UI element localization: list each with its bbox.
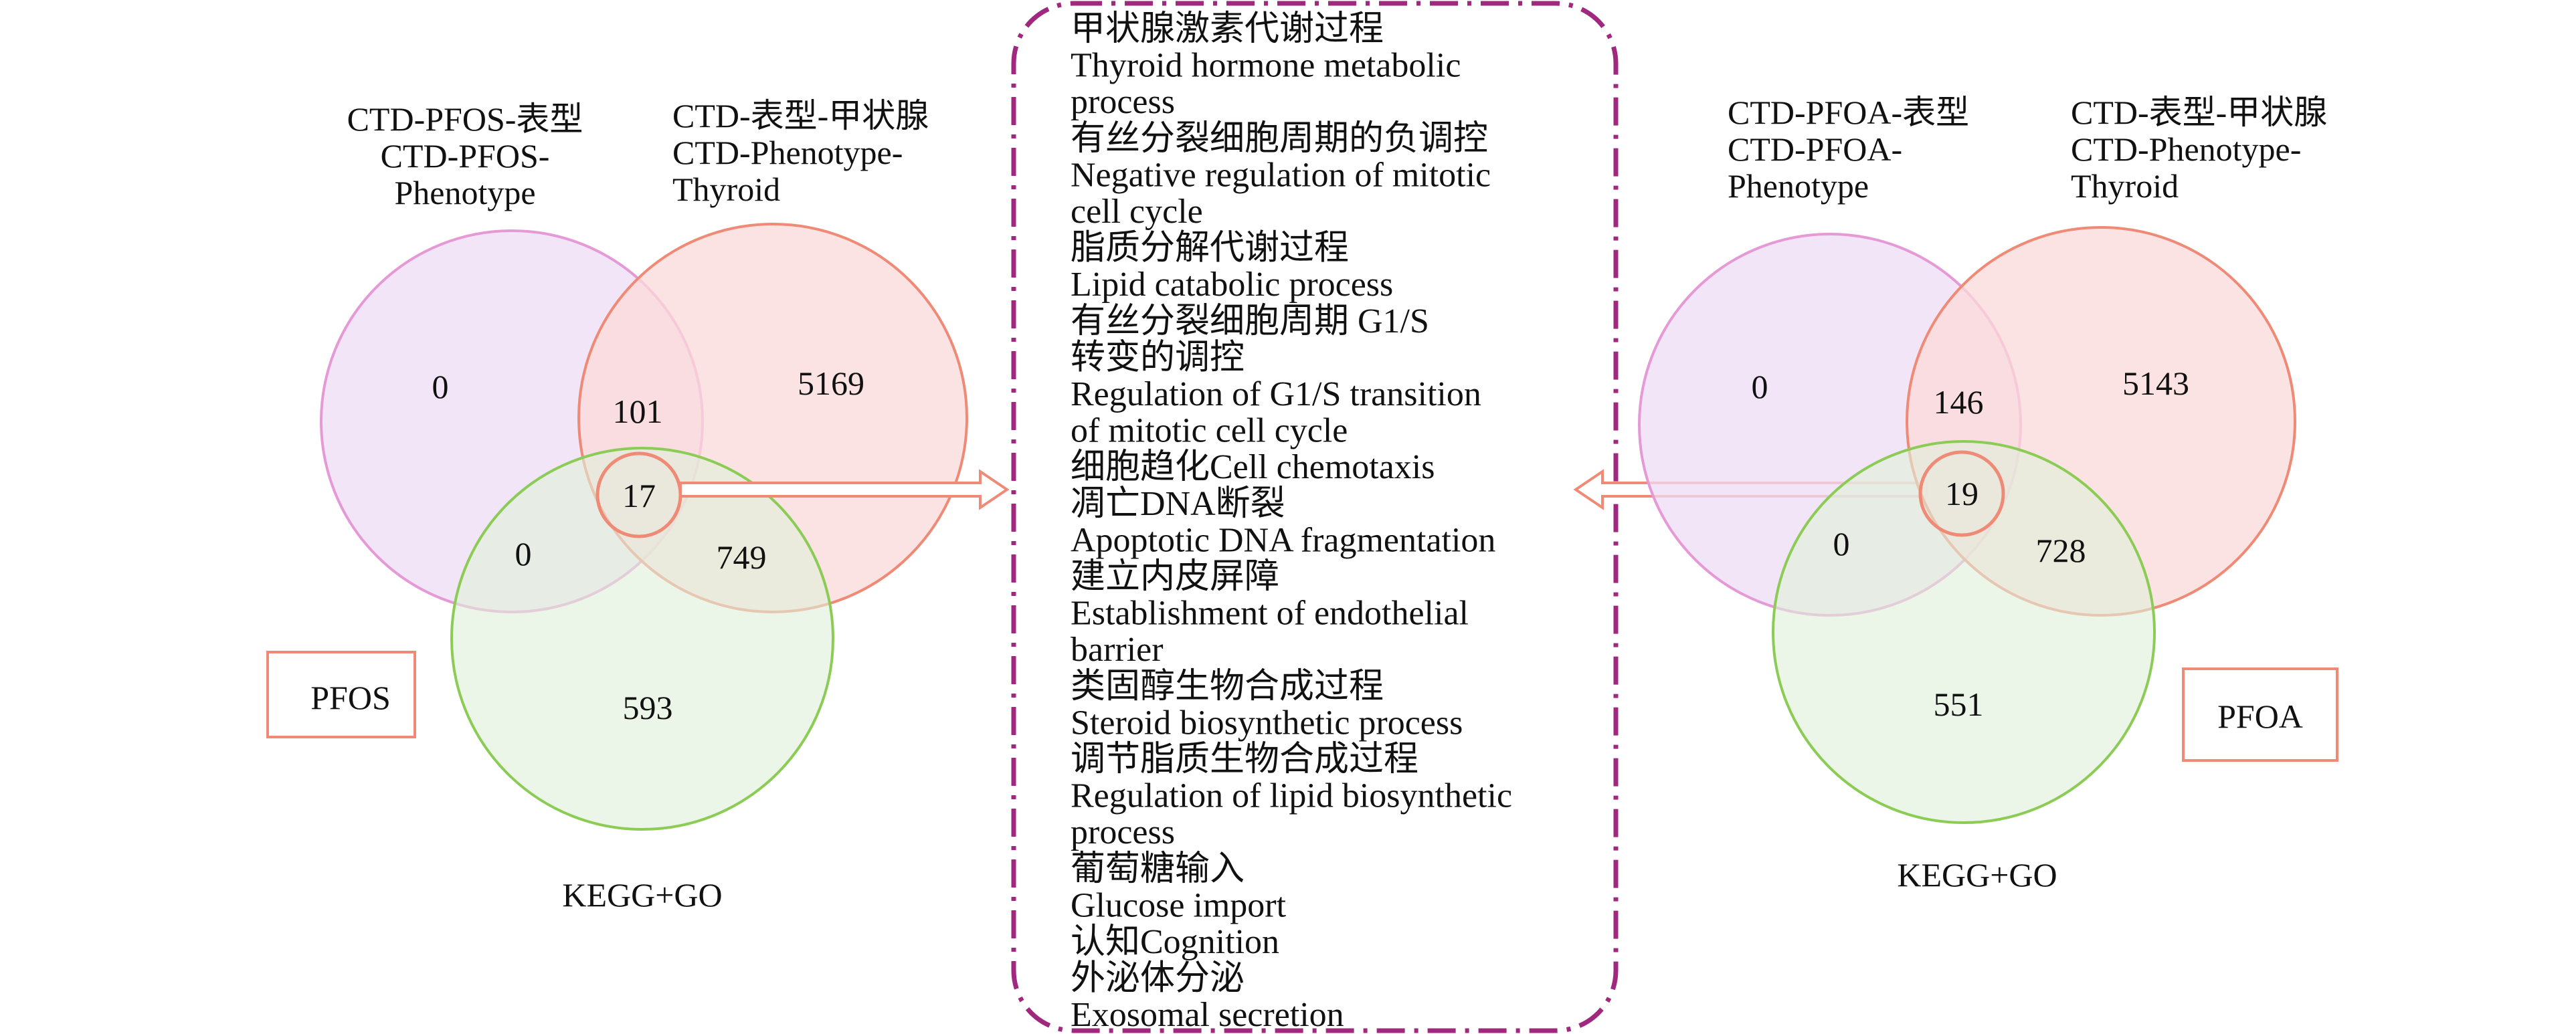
left-set-b-label-2: CTD-Phenotype- (672, 134, 903, 171)
pathway-list-line: Exosomal secretion (1071, 996, 1344, 1034)
right-value-c-only: 551 (1934, 686, 1984, 723)
left-value-c-only: 593 (623, 689, 673, 726)
right-value-b-only: 5143 (2122, 365, 2189, 402)
right-value-ac: 0 (1833, 525, 1850, 562)
right-tag-label: PFOA (2217, 698, 2303, 735)
pathway-list-line: cell cycle (1071, 193, 1203, 231)
pathway-list-line: Negative regulation of mitotic (1071, 156, 1491, 194)
right-set-b-label-1: CTD-表型-甲状腺 (2071, 94, 2327, 131)
pathway-list-line: 建立内皮屏障 (1071, 558, 1279, 596)
left-tag-label: PFOS (310, 679, 391, 716)
left-tag-box (266, 651, 416, 738)
right-value-abc: 19 (1945, 475, 1979, 512)
left-value-ac: 0 (515, 535, 532, 573)
right-set-a-label-2: CTD-PFOA- (1728, 130, 1902, 168)
pathway-list-line: Glucose import (1071, 886, 1287, 924)
pathway-list-line: Regulation of G1/S transition (1071, 375, 1481, 413)
right-center-highlight (1918, 450, 2005, 537)
pathway-list-line: Regulation of lipid biosynthetic (1071, 777, 1512, 815)
pathway-list-line: Thyroid hormone metabolic (1071, 47, 1461, 85)
pathway-list-line: Apoptotic DNA fragmentation (1071, 521, 1495, 559)
pathway-list-line: Lipid catabolic process (1071, 266, 1393, 304)
pathway-list-line: Establishment of endothelial (1071, 595, 1469, 633)
pathway-list-line: 认知Cognition (1071, 923, 1279, 961)
pathway-list-line: 脂质分解代谢过程 (1071, 229, 1349, 268)
pathway-list-line: process (1071, 83, 1175, 121)
left-set-a-label-2: CTD-PFOS- (381, 137, 550, 175)
left-value-bc: 749 (717, 538, 767, 576)
right-set-a-label-1: CTD-PFOA-表型 (1728, 94, 1969, 131)
left-value-ab: 101 (613, 393, 663, 430)
pathway-list-line: 凋亡DNA断裂 (1071, 485, 1285, 523)
pathway-list-line: 外泌体分泌 (1071, 960, 1245, 998)
right-set-c-circle (1772, 440, 2156, 824)
right-venn: CTD-PFOA-表型 CTD-PFOA- Phenotype CTD-表型-甲… (1638, 94, 2338, 894)
pathway-list-line: 转变的调控 (1071, 338, 1245, 377)
pathway-list-line: 甲状腺激素代谢过程 (1071, 10, 1384, 48)
left-set-a-label-3: Phenotype (394, 174, 535, 211)
pathway-list-line: process (1071, 813, 1175, 851)
right-tag-box (2182, 667, 2338, 762)
pathway-list-line: 类固醇生物合成过程 (1071, 667, 1384, 706)
left-set-b-label-1: CTD-表型-甲状腺 (672, 97, 929, 134)
left-venn: CTD-PFOS-表型 CTD-PFOS- Phenotype CTD-表型-甲… (266, 97, 968, 914)
left-set-c-circle (450, 447, 834, 831)
pathway-list-border (1011, 1, 1619, 1033)
right-value-a-only: 0 (1752, 368, 1768, 405)
right-set-a-label-3: Phenotype (1728, 167, 1869, 205)
pathway-list-line: Steroid biosynthetic process (1071, 704, 1463, 742)
right-set-b-label-3: Thyroid (2071, 167, 2179, 205)
right-set-b-label-2: CTD-Phenotype- (2071, 130, 2301, 168)
pathway-list-line: 有丝分裂细胞周期的负调控 (1071, 120, 1488, 158)
left-value-abc: 17 (622, 477, 656, 514)
pathway-list-line: barrier (1071, 631, 1164, 669)
pathway-list-line: 葡萄糖输入 (1071, 850, 1245, 888)
left-set-c-label: KEGG+GO (562, 876, 722, 914)
left-set-b-label-3: Thyroid (672, 171, 780, 208)
pathway-list-line: 有丝分裂细胞周期 G1/S (1071, 302, 1429, 340)
left-value-b-only: 5169 (798, 365, 864, 402)
pathway-list-line: 调节脂质生物合成过程 (1071, 740, 1418, 779)
right-set-c-label: KEGG+GO (1897, 856, 2057, 894)
pathway-list-line: of mitotic cell cycle (1071, 412, 1348, 450)
left-arrow (679, 469, 1010, 510)
pathway-list-line: 细胞趋化Cell chemotaxis (1071, 448, 1435, 486)
left-value-a-only: 0 (432, 368, 449, 405)
right-value-bc: 728 (2036, 532, 2086, 569)
left-set-a-label-1: CTD-PFOS-表型 (347, 100, 583, 138)
right-value-ab: 146 (1934, 383, 1984, 421)
